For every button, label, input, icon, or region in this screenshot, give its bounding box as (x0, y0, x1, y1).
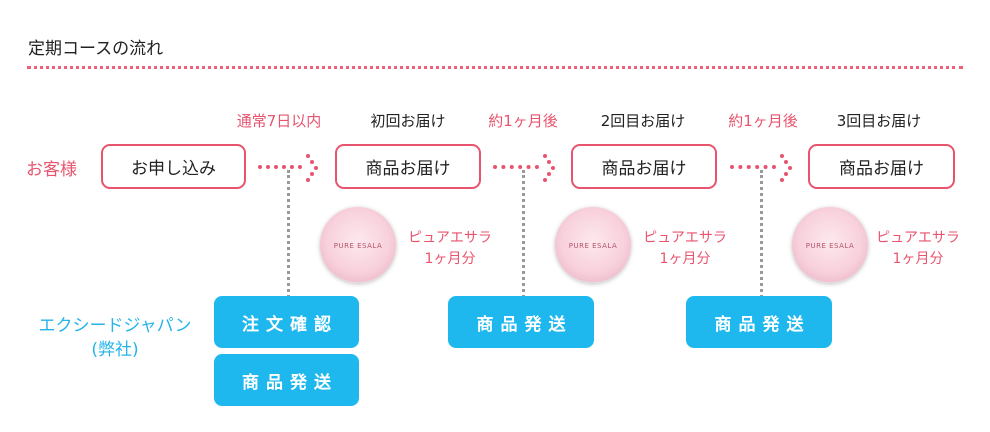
product-jar-image: PURE ESALA (320, 207, 396, 283)
jar-brand: PURE ESALA (805, 242, 855, 250)
connector-dots-3 (730, 165, 776, 169)
chevron-right-icon (306, 154, 318, 182)
delivery-label-2: 2回目お届け (600, 112, 686, 130)
connector-dots-1 (258, 165, 302, 169)
product-name: ピュアエサラ (876, 230, 960, 246)
product-name: ピュアエサラ (408, 230, 492, 246)
step-box-delivery-2: 商品お届け (571, 144, 717, 189)
product-label-2: ピュアエサラ 1ヶ月分 (635, 228, 735, 270)
vertical-link-3 (760, 170, 763, 298)
page-title: 定期コースの流れ (28, 39, 164, 59)
interval-label-3: 約1ヶ月後 (728, 112, 798, 130)
product-jar-image: PURE ESALA (555, 207, 631, 283)
role-company-name: エクシードジャパン (38, 316, 192, 336)
product-qty: 1ヶ月分 (659, 251, 711, 267)
action-ship-1: 商品発送 (214, 354, 359, 406)
role-customer: お客様 (26, 160, 77, 180)
product-qty: 1ヶ月分 (892, 251, 944, 267)
action-ship-2: 商品発送 (448, 296, 594, 348)
product-qty: 1ヶ月分 (424, 251, 476, 267)
action-ship-3: 商品発送 (686, 296, 832, 348)
product-jar-image: PURE ESALA (792, 207, 868, 283)
product-name: ピュアエサラ (643, 230, 727, 246)
role-company: エクシードジャパン (弊社) (20, 314, 210, 362)
interval-label-1: 通常7日以内 (236, 112, 322, 130)
connector-dots-2 (493, 165, 539, 169)
step-box-apply: お申し込み (101, 144, 246, 189)
step-box-delivery-3: 商品お届け (808, 144, 955, 189)
step-box-delivery-1: 商品お届け (335, 144, 481, 189)
delivery-label-3: 3回目お届け (836, 112, 922, 130)
action-order-confirm: 注文確認 (214, 296, 359, 348)
title-divider (27, 66, 963, 69)
chevron-right-icon (780, 154, 792, 182)
role-company-note: (弊社) (91, 340, 139, 360)
chevron-right-icon (543, 154, 555, 182)
jar-brand: PURE ESALA (333, 242, 383, 250)
vertical-link-1 (287, 170, 290, 298)
vertical-link-2 (522, 170, 525, 298)
interval-label-2: 約1ヶ月後 (488, 112, 558, 130)
product-label-3: ピュアエサラ 1ヶ月分 (868, 228, 968, 270)
delivery-label-1: 初回お届け (370, 112, 446, 130)
product-label-1: ピュアエサラ 1ヶ月分 (400, 228, 500, 270)
jar-brand: PURE ESALA (568, 242, 618, 250)
